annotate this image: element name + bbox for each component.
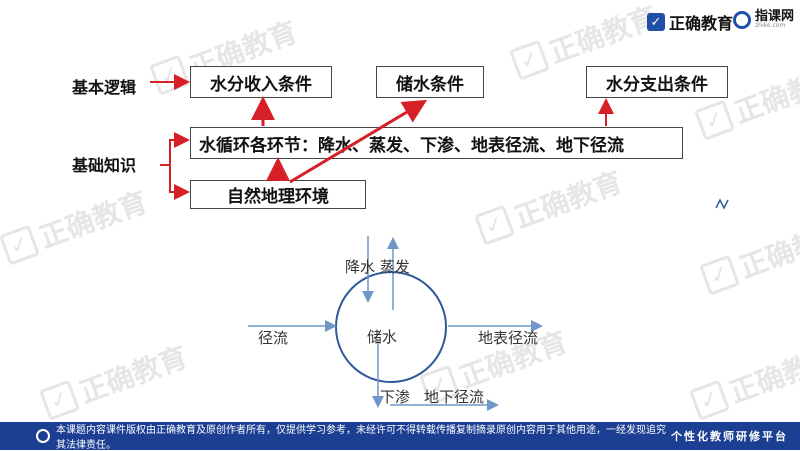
water-cycle-box: 水循环各环节：降水、蒸发、下渗、地表径流、地下径流 xyxy=(190,127,683,159)
check-logo-icon: ✓ xyxy=(647,13,665,31)
infiltration-label: 下渗 xyxy=(380,388,411,406)
small-n-icon xyxy=(715,198,729,210)
secondary-brand-url: zhike.com xyxy=(755,22,786,29)
precip-evap-label: 降水 蒸发 xyxy=(345,258,410,276)
runoff-in-label: 径流 xyxy=(258,329,289,347)
natural-environment-box: 自然地理环境 xyxy=(190,180,366,209)
groundwater-runoff-label: 地下径流 xyxy=(424,388,485,406)
water-income-box: 水分收入条件 xyxy=(190,66,332,98)
knowledge-to-environment-arrow xyxy=(169,165,190,200)
brand-name: 正确教育 xyxy=(669,14,734,33)
secondary-logo: 指课网 zhike.com xyxy=(733,10,794,29)
zhike-logo-icon xyxy=(733,10,751,29)
basic-knowledge-label: 基础知识 xyxy=(72,156,137,175)
footer-logo-icon xyxy=(36,429,50,443)
surface-runoff-label: 地表径流 xyxy=(478,329,539,347)
water-storage-box: 储水条件 xyxy=(376,66,484,98)
environment-to-storage-arrow xyxy=(289,99,428,184)
brand-logo: ✓ 正确教育 xyxy=(647,10,733,34)
basic-logic-label: 基本逻辑 xyxy=(72,78,137,97)
copyright-notice: 本课题内容课件版权由正确教育及原创作者所有，仅提供学习参考，未经许可不得转载传播… xyxy=(56,425,666,451)
knowledge-to-cycle-arrow xyxy=(169,132,190,165)
footer-brand: 个性化教师研修平台 xyxy=(671,430,788,443)
footer-bar: 本课题内容课件版权由正确教育及原创作者所有，仅提供学习参考，未经许可不得转载传播… xyxy=(0,422,800,451)
storage-label: 储水 xyxy=(367,328,398,346)
water-expenditure-box: 水分支出条件 xyxy=(586,66,728,98)
secondary-brand-name: 指课网 xyxy=(755,9,795,24)
